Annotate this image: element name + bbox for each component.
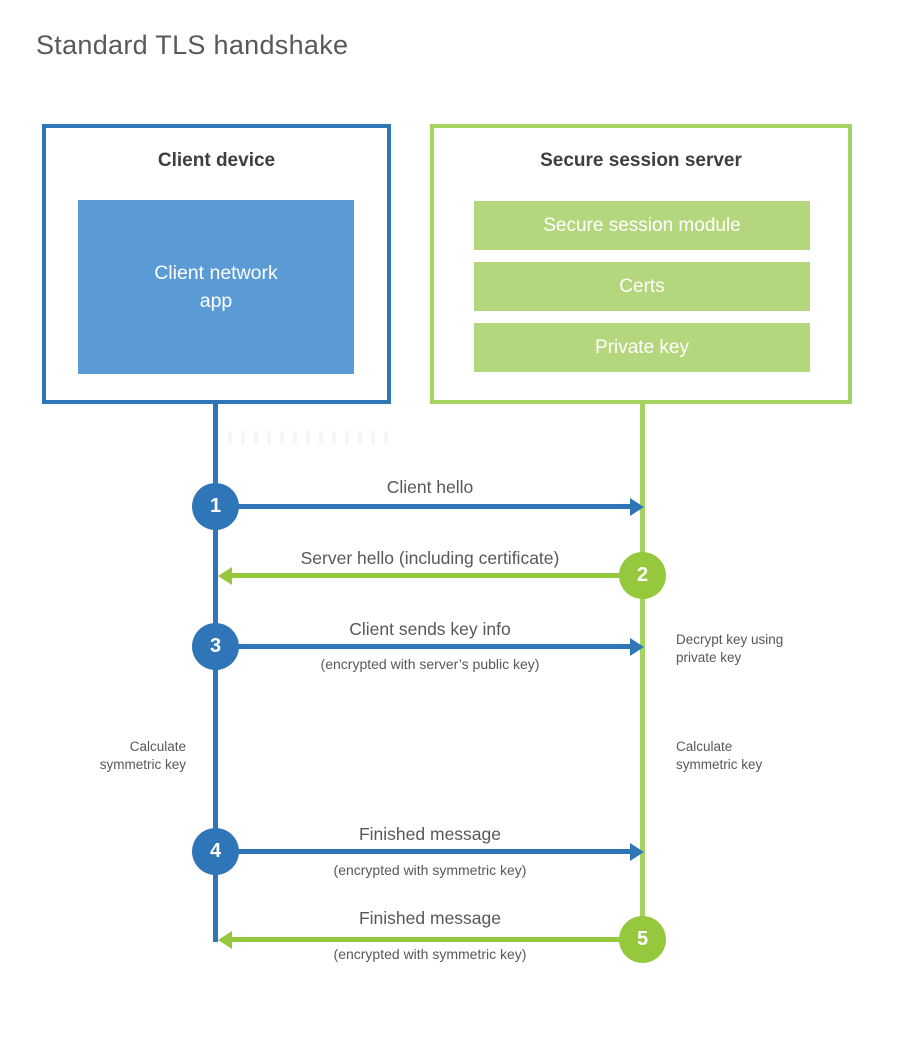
label-finished-server: Finished message — [358, 908, 502, 928]
step-3-badge: 3 — [192, 623, 239, 670]
arrow-finished-client — [226, 842, 644, 861]
sublabel-client-key-info: (encrypted with server’s public key) — [320, 656, 540, 672]
faint-tick-artifact — [228, 431, 388, 444]
secure-session-server-title: Secure session server — [540, 150, 742, 171]
client-lifeline — [213, 404, 218, 942]
label-client-key-info: Client sends key info — [349, 619, 511, 639]
arrow-client-hello — [226, 497, 644, 516]
server-module-private-key: Private key — [474, 323, 810, 372]
sublabel-finished-server: (encrypted with symmetric key) — [333, 946, 527, 962]
arrow-finished-server — [218, 930, 620, 949]
label-client-hello: Client hello — [386, 477, 474, 497]
server-module-secure-session: Secure session module — [474, 201, 810, 250]
secure-session-server-box: Secure session server Secure session mod… — [430, 124, 852, 404]
note-calc-symmetric-right: Calculate symmetric key — [676, 739, 763, 772]
note-decrypt-key: Decrypt key using private key — [676, 632, 784, 665]
page-title: Standard TLS handshake — [36, 30, 349, 60]
arrow-server-hello — [218, 566, 620, 585]
step-5-badge: 5 — [619, 916, 666, 963]
client-device-box: Client device Client network app — [42, 124, 391, 404]
note-calc-symmetric-left: Calculate symmetric key — [99, 739, 186, 772]
server-lifeline — [640, 404, 645, 940]
step-2-badge: 2 — [619, 552, 666, 599]
arrow-client-key-info — [226, 637, 644, 656]
step-4-badge: 4 — [192, 828, 239, 875]
label-server-hello: Server hello (including certificate) — [300, 548, 560, 568]
client-device-title: Client device — [157, 150, 276, 171]
client-network-app-block: Client network app — [78, 200, 354, 374]
sublabel-finished-client: (encrypted with symmetric key) — [333, 862, 527, 878]
step-1-badge: 1 — [192, 483, 239, 530]
label-finished-client: Finished message — [358, 824, 502, 844]
server-module-certs: Certs — [474, 262, 810, 311]
